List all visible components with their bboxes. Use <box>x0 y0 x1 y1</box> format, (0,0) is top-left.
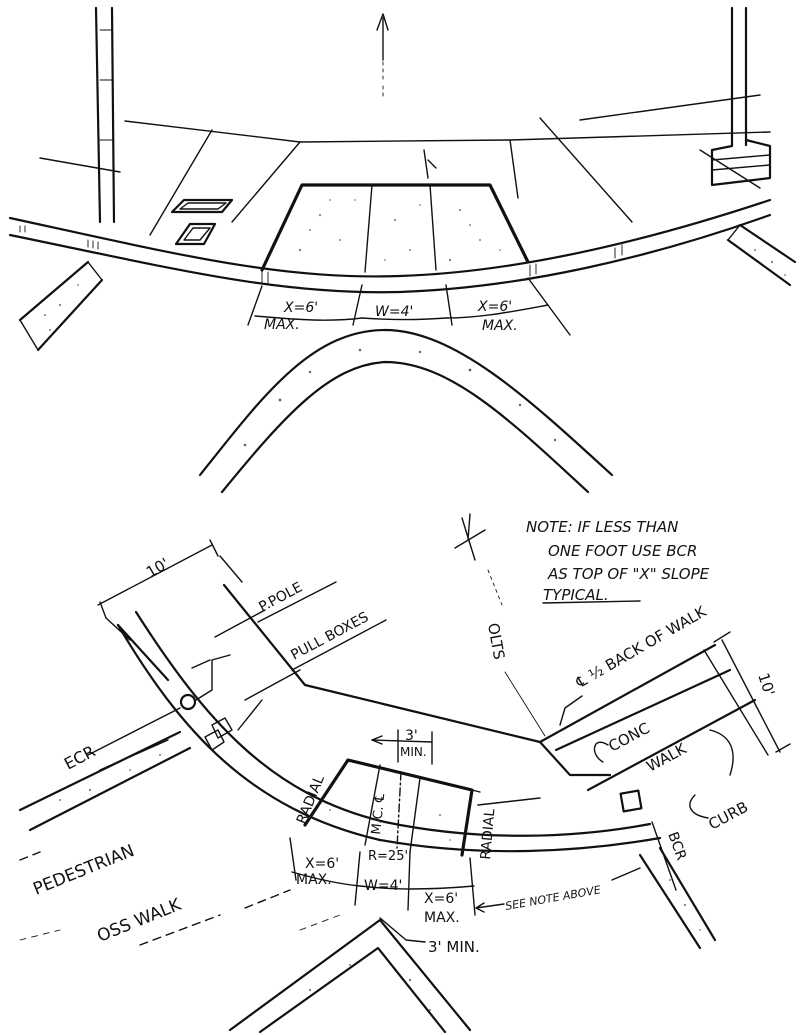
ecr-label: ECR <box>61 742 99 774</box>
pedestrian-label: PEDESTRIAN <box>30 841 137 900</box>
plan-curb-ramp <box>303 758 481 857</box>
curb-line-top-outer <box>8 213 772 294</box>
top-dimension-lines <box>247 277 571 336</box>
olts-label: OLTS <box>484 622 508 661</box>
dim-3-min-bottom-label: 3' MIN. <box>428 938 480 956</box>
back-of-walk-line <box>124 120 771 143</box>
opposite-corner-bottom <box>228 918 472 1034</box>
r25-label: R=25' <box>368 849 408 864</box>
plan-dim-x-right-2: MAX. <box>424 910 460 926</box>
dim-3-min-top-1: 3' <box>405 728 418 744</box>
dim-10-right <box>703 631 791 756</box>
plan-curb-inner <box>116 623 662 853</box>
opposite-curb-arch <box>198 328 614 494</box>
plan-back-of-walk <box>116 583 717 744</box>
osswalk-label: OSS WALK <box>94 895 184 947</box>
dim-10-right-label: 10' <box>754 671 778 699</box>
walk-joint-lines <box>149 117 761 236</box>
crosswalk-left-strip-top <box>18 260 104 352</box>
top-dim-x-left-1: X=6' <box>283 300 318 316</box>
conc-walk-edges <box>538 668 757 792</box>
mc-cl-label: M.C. ℄ <box>369 792 388 835</box>
curb-ramp-top <box>260 149 530 273</box>
dim-10-left-label: 10' <box>143 554 172 581</box>
plan-bottom-dimensions <box>289 837 476 916</box>
curb-line-top-inner <box>8 198 772 278</box>
bottom-plan-view: NOTE: IF LESS THAN ONE FOOT USE BCR AS T… <box>18 513 791 1034</box>
note-line-3: AS TOP OF "X" SLOPE <box>547 565 710 583</box>
pull-boxes-top <box>170 198 234 246</box>
dim-3-min-top <box>371 729 433 765</box>
top-dim-x-right-2: MAX. <box>482 318 518 334</box>
walk-label: WALK <box>643 739 690 775</box>
utility-pole-left <box>94 6 116 224</box>
crosswalk-left-strip-plan <box>18 730 192 832</box>
pull-boxes-label: PULL BOXES <box>288 609 371 663</box>
dim-3-min-bottom-leader <box>379 917 426 943</box>
utility-pole-right <box>710 6 772 187</box>
dim-10-left <box>97 539 243 641</box>
note-line-4: TYPICAL. <box>543 586 609 604</box>
note-line-1: NOTE: IF LESS THAN <box>526 518 678 536</box>
dim-3-min-top-2: MIN. <box>400 745 427 759</box>
radial-right-label: RADIAL <box>478 808 498 860</box>
top-dim-x-right-1: X=6' <box>477 299 512 315</box>
back-of-walk-label: ℄ ½ BACK OF WALK <box>572 602 710 692</box>
plan-dim-x-left-1: X=6' <box>305 856 339 872</box>
plan-dim-x-left-2: MAX. <box>296 872 332 888</box>
top-dim-w: W=4' <box>375 304 413 320</box>
curb-box-square <box>619 789 643 813</box>
top-dim-x-left-2: MAX. <box>264 317 300 333</box>
crosswalk-right-strip-plan <box>638 846 717 950</box>
note-line-2: ONE FOOT USE BCR <box>548 542 697 560</box>
plan-dim-x-right-1: X=6' <box>424 891 458 907</box>
crosswalk-right-strip-top <box>726 223 797 287</box>
plan-pole-and-pull-boxes <box>179 654 263 751</box>
bcr-label: BCR <box>664 830 689 863</box>
north-arrow-bottom <box>454 513 503 606</box>
curb-label: CURB <box>705 798 751 834</box>
top-isometric-view: X=6' MAX. W=4' X=6' MAX. <box>8 6 797 494</box>
see-note-above-label: SEE NOTE ABOVE <box>504 883 601 913</box>
plan-curb-outer <box>134 610 652 837</box>
plan-dim-w: W=4' <box>364 878 402 894</box>
north-arrow-top <box>376 13 389 97</box>
